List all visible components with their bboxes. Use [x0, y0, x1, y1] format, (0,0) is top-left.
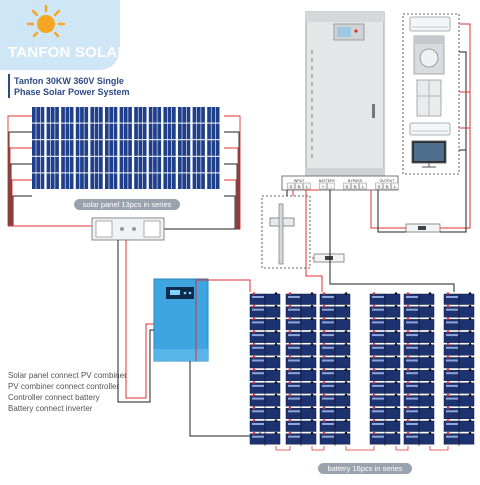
terminal-group-label: BATTERY: [319, 179, 336, 183]
terminal-pin-label: G: [378, 185, 381, 189]
terminal-pin-label: L: [362, 185, 364, 189]
terminal-pin-label: +: [322, 185, 324, 189]
battery-caption: battery 16pcs in series: [318, 463, 412, 474]
terminal-pin-label: G: [346, 185, 349, 189]
terminal-group-label: BYPASS: [348, 179, 363, 183]
battery-column-link: [395, 446, 409, 451]
terminal-pin: [383, 182, 391, 190]
terminal-pin: [287, 182, 295, 190]
solar-panel-icon: [46, 107, 59, 189]
terminal-pin-label: G: [290, 185, 293, 189]
solar-panel-icon: [61, 107, 74, 189]
panel-wire-left: [9, 147, 32, 226]
terminal-pin-label: N: [386, 185, 389, 189]
controller-icon: [153, 278, 209, 362]
connection-note: Controller connect battery: [8, 393, 100, 402]
solar-panel-caption: solar panel 13pcs in series: [74, 199, 180, 210]
ac-breaker-icon: [405, 223, 441, 233]
solar-panel-icon: [90, 107, 103, 189]
page-title-line-2: Phase Solar Power System: [14, 87, 130, 97]
terminal-pin: [327, 182, 335, 190]
terminal-pin: [359, 182, 367, 190]
solar-panel-icon: [75, 107, 89, 189]
title-accent-bar: [8, 74, 10, 98]
solar-panel-array: [32, 107, 220, 189]
battery-column-link: [275, 446, 291, 451]
solar-panel-icon: [134, 107, 147, 189]
battery-column-link: [311, 446, 325, 451]
terminal-pin-label: L: [394, 185, 396, 189]
panel-wire-left: [7, 115, 32, 226]
terminal-pin: [375, 182, 383, 190]
page-title-line-1: Tanfon 30KW 360V Single: [14, 76, 124, 86]
terminal-pin: [391, 182, 399, 190]
panel-wire-left: [8, 131, 32, 226]
terminal-pin-label: -: [330, 185, 332, 189]
television-icon: [411, 140, 447, 168]
terminal-pin-label: N: [354, 185, 357, 189]
solar-panel-icon: [105, 107, 118, 189]
panel-wire-left: [10, 163, 32, 226]
breaker-icon: [261, 195, 311, 269]
terminal-group-label: INPUT: [294, 179, 306, 183]
solar-panel-icon: [192, 107, 205, 189]
panel-wire-left: [11, 179, 32, 226]
combiner-box-icon: [91, 217, 165, 241]
solar-panel-icon: [207, 107, 220, 189]
terminal-pin-label: L: [306, 185, 308, 189]
terminal-pin: [319, 182, 327, 190]
battery-column-link: [345, 446, 375, 451]
air-conditioner-icon: [409, 16, 451, 32]
brand-name: TANFON SOLAR: [8, 44, 129, 61]
solar-panel-icon: [178, 107, 191, 189]
sun-icon: [26, 4, 66, 38]
logo-background: [0, 0, 120, 70]
solar-panel-icon: [119, 107, 132, 189]
solar-panel-wiring: [7, 115, 241, 230]
terminal-pin: [295, 182, 303, 190]
dc-breaker-icon: [313, 253, 345, 263]
terminal-pin-label: N: [298, 185, 301, 189]
battery-bank: [249, 292, 475, 451]
terminal-pin: [351, 182, 359, 190]
connection-note: PV combiner connect controller: [8, 382, 120, 391]
terminal-pin: [303, 182, 311, 190]
panel-wire-left: [12, 195, 32, 226]
appliance-group: [402, 13, 460, 175]
solar-panel-icon: [32, 107, 45, 189]
solar-panel-icon: [163, 107, 176, 189]
air-conditioner-icon: [409, 122, 451, 136]
panel-wire-right: [164, 195, 236, 230]
refrigerator-icon: [416, 79, 442, 117]
connection-note: Battery connect inverter: [8, 404, 93, 413]
washing-machine-icon: [413, 35, 445, 75]
inverter-icon: [305, 11, 385, 179]
terminal-pin: [343, 182, 351, 190]
battery-column-link: [429, 446, 449, 451]
terminal-group-label: OUTPUT: [380, 179, 396, 183]
connection-note: Solar panel connect PV combiner: [8, 371, 127, 380]
solar-panel-icon: [148, 107, 162, 189]
